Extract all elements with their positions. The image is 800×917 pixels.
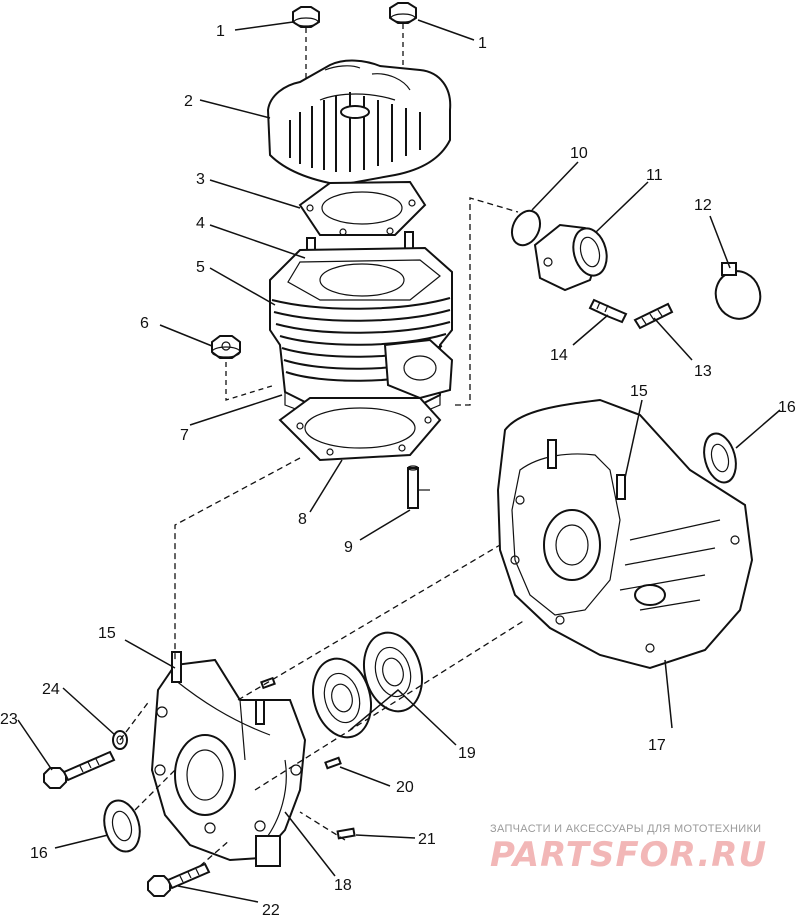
bolt-23 [43, 750, 116, 789]
intake-guide-line [455, 197, 519, 406]
callout-22: 22 [262, 902, 280, 917]
callout-11: 11 [646, 167, 663, 184]
callout-24: 24 [42, 681, 60, 698]
callout-12: 12 [694, 197, 712, 214]
callout-1-right: 1 [478, 35, 487, 52]
callout-4: 4 [196, 215, 205, 232]
callout-8: 8 [298, 511, 307, 528]
callout-3: 3 [196, 171, 205, 188]
callout-21: 21 [418, 831, 436, 848]
bolt-22 [147, 862, 211, 897]
callout-15-left: 15 [98, 625, 116, 642]
cylinder [269, 246, 454, 423]
bearing-left [312, 657, 372, 739]
callout-20: 20 [396, 779, 414, 796]
callout-2: 2 [184, 93, 193, 110]
callout-10: 10 [570, 145, 588, 162]
callout-19: 19 [458, 745, 476, 762]
callout-18: 18 [334, 877, 352, 894]
callout-16-left: 16 [30, 845, 48, 862]
screw-13 [633, 302, 674, 330]
pin-20 [324, 756, 342, 770]
cap-nut-right [389, 2, 417, 100]
watermark: ЗАПЧАСТИ И АКСЕССУАРЫ ДЛЯ МОТОТЕХНИКИ PA… [490, 823, 767, 875]
oil-seal-right [703, 432, 737, 484]
flange-nut [211, 335, 276, 401]
callout-16-right: 16 [778, 399, 796, 416]
callout-23: 23 [0, 711, 18, 728]
callout-1-left: 1 [216, 23, 225, 40]
callout-6: 6 [140, 315, 149, 332]
watermark-brand-logo: PARTSFOR.RU [490, 835, 767, 875]
callout-7: 7 [180, 427, 189, 444]
callout-9: 9 [344, 539, 353, 556]
callout-labels: 1 1 2 3 4 5 6 7 8 9 10 11 12 13 14 15 16… [0, 23, 796, 917]
crankcase-right [496, 398, 754, 670]
callout-15-right: 15 [630, 383, 648, 400]
pin-21 [336, 827, 356, 840]
bearing-right [363, 631, 423, 713]
crankcase-left [150, 651, 307, 867]
intake-manifold [533, 223, 608, 292]
dowel-pin [407, 465, 430, 509]
cylinder-head [266, 59, 452, 187]
callout-5: 5 [196, 259, 205, 276]
callout-17: 17 [648, 737, 666, 754]
oil-seal-left [103, 799, 141, 853]
head-gasket [298, 180, 427, 236]
callout-13: 13 [694, 363, 712, 380]
leader-lines [17, 19, 781, 903]
o-ring [510, 209, 542, 247]
hose-clamp [714, 262, 762, 320]
watermark-tagline: ЗАПЧАСТИ И АКСЕССУАРЫ ДЛЯ МОТОТЕХНИКИ [490, 823, 761, 835]
screw-14 [588, 298, 628, 324]
base-gasket [278, 397, 442, 462]
assembly-guide-lines [119, 457, 526, 867]
callout-14: 14 [550, 347, 568, 364]
